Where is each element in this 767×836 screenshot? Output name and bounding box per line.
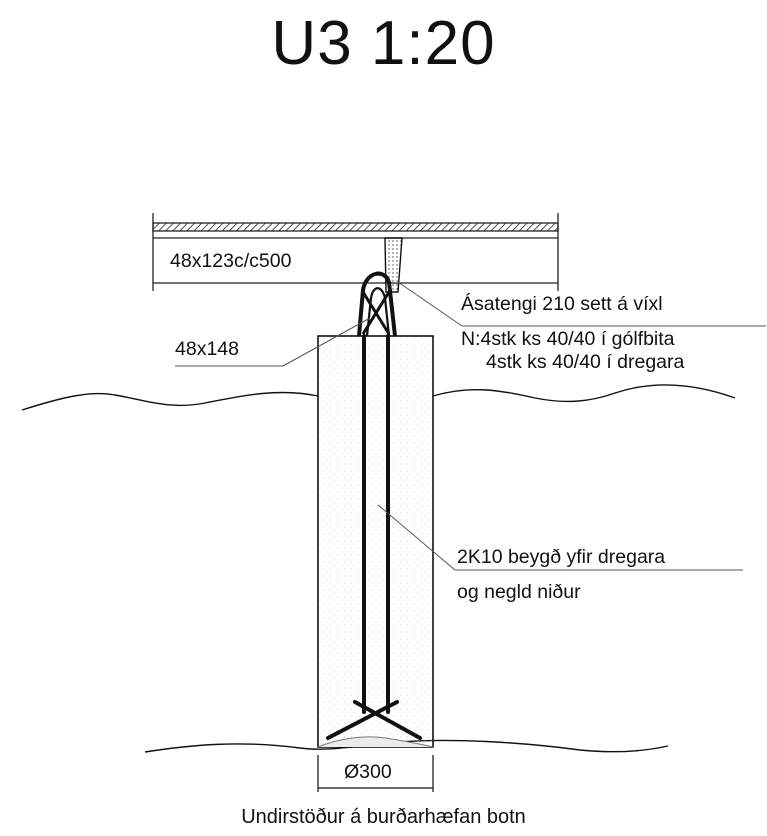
concrete-pier (317, 335, 434, 748)
joist-label: 48x123c/c500 (170, 250, 292, 272)
diameter-dimension (317, 755, 434, 792)
rebar-label-line1: 2K10 beygð yfir dregara (457, 546, 666, 568)
leader-lines (175, 281, 766, 571)
bracket-label-line1: Ásatengi 210 sett á víxl (461, 293, 663, 315)
drawing-title: U3 1:20 (271, 9, 496, 78)
bracket-label-line3: 4stk ks 40/40 í dregara (486, 351, 685, 373)
post-label: 48x148 (175, 338, 239, 360)
floor-deck (152, 213, 559, 291)
diameter-label: Ø300 (344, 761, 392, 783)
bracket-plate (384, 237, 403, 293)
drawing-caption: Undirstöður á burðarhæfan botn (241, 806, 526, 828)
rebar-label-line2: og negld niður (457, 581, 581, 603)
bracket-label-line2: N:4stk ks 40/40 í gólfbita (461, 328, 675, 350)
rebar (326, 334, 422, 740)
